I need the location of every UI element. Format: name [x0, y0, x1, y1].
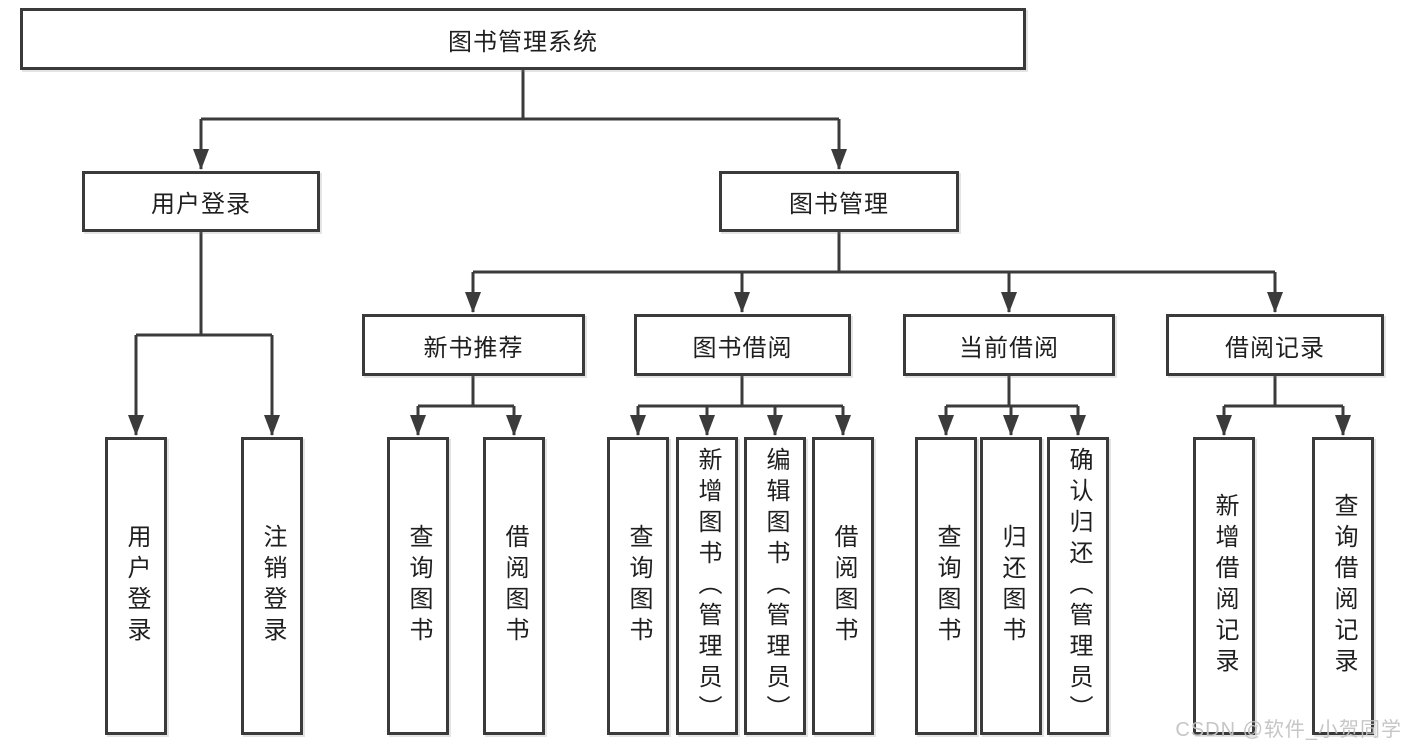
leaf-query-books-newbooks-label: 查询图书 — [405, 524, 432, 648]
leaf-add-books-admin-label: 新增图书（管理员） — [694, 446, 721, 726]
leaf-query-books-current: 查询图书 — [915, 437, 977, 735]
leaf-user-login-label: 用户登录 — [123, 524, 150, 648]
leaf-query-books-borrowing-label: 查询图书 — [625, 524, 652, 648]
leaf-user-login: 用户登录 — [105, 437, 167, 735]
node-current-borrowing: 当前借阅 — [903, 314, 1115, 376]
leaf-return-books: 归还图书 — [980, 437, 1042, 735]
node-current-borrowing-label: 当前借阅 — [959, 334, 1059, 362]
leaf-confirm-return-admin-label: 确认归还（管理员） — [1065, 446, 1092, 726]
node-book-borrowing-label: 图书借阅 — [692, 334, 793, 362]
node-root-system: 图书管理系统 — [20, 8, 1026, 70]
leaf-confirm-return-admin: 确认归还（管理员） — [1047, 437, 1109, 735]
leaf-logout-label: 注销登录 — [259, 524, 286, 648]
node-new-book-recommend: 新书推荐 — [362, 314, 585, 376]
leaf-add-books-admin: 新增图书（管理员） — [676, 437, 738, 735]
node-root-label: 图书管理系统 — [448, 28, 598, 56]
node-book-borrowing: 图书借阅 — [634, 314, 851, 376]
node-book-management: 图书管理 — [719, 171, 959, 232]
leaf-return-books-label: 归还图书 — [998, 524, 1025, 648]
leaf-query-books-newbooks: 查询图书 — [387, 437, 449, 735]
edge-bookmgmt-trunk — [473, 232, 1275, 274]
leaf-query-borrow-record-label: 查询借阅记录 — [1330, 493, 1357, 679]
edge-userlogin-trunk — [136, 232, 272, 337]
leaf-logout: 注销登录 — [241, 437, 303, 735]
leaf-borrow-books-borrowing-label: 借阅图书 — [830, 524, 857, 648]
leaf-query-books-current-label: 查询图书 — [933, 524, 960, 648]
node-user-login: 用户登录 — [82, 171, 320, 232]
leaf-add-borrow-record: 新增借阅记录 — [1193, 437, 1255, 735]
edge-bookborrow-trunk — [638, 376, 843, 408]
leaf-query-borrow-record: 查询借阅记录 — [1312, 437, 1374, 735]
node-borrowing-records: 借阅记录 — [1166, 314, 1384, 376]
leaf-borrow-books-newbooks: 借阅图书 — [483, 437, 545, 735]
leaf-edit-books-admin: 编辑图书（管理员） — [744, 437, 806, 735]
node-borrowing-records-label: 借阅记录 — [1225, 334, 1325, 362]
node-user-login-label: 用户登录 — [151, 191, 251, 218]
edge-root-trunk — [201, 70, 839, 121]
leaf-borrow-books-newbooks-label: 借阅图书 — [501, 524, 528, 648]
edge-currentborrow-trunk — [946, 376, 1078, 408]
node-new-book-recommend-label: 新书推荐 — [423, 334, 524, 362]
node-book-management-label: 图书管理 — [789, 191, 889, 218]
leaf-query-books-borrowing: 查询图书 — [607, 437, 669, 735]
leaf-edit-books-admin-label: 编辑图书（管理员） — [762, 446, 789, 726]
edge-newbooks-trunk — [418, 376, 514, 408]
leaf-add-borrow-record-label: 新增借阅记录 — [1211, 493, 1238, 679]
edge-records-trunk — [1224, 376, 1343, 408]
leaf-borrow-books-borrowing: 借阅图书 — [812, 437, 874, 735]
csdn-watermark: CSDN @软件_小贺同学 — [1175, 719, 1402, 741]
